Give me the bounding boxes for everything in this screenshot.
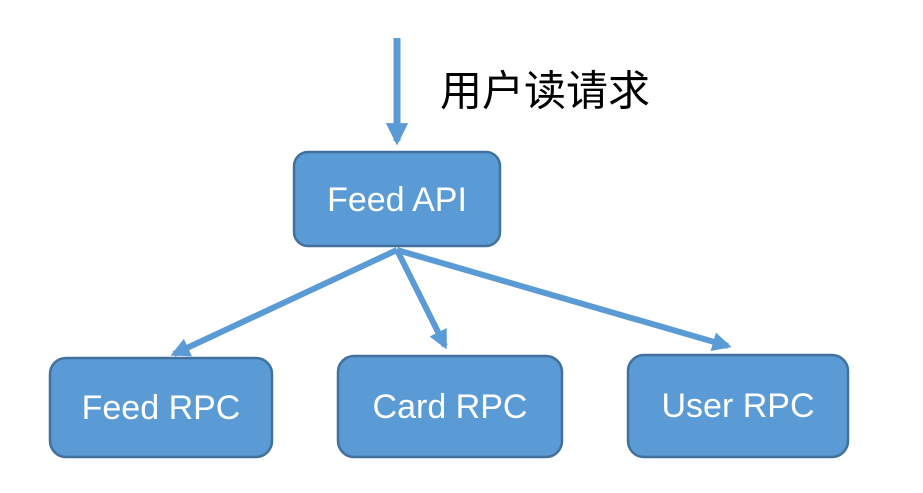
node-box bbox=[336, 354, 564, 459]
connector-feed-api-to-feed-rpc bbox=[170, 247, 399, 357]
node-box bbox=[48, 356, 274, 459]
connector-feed-api-to-card-rpc bbox=[394, 248, 448, 350]
card-rpc-node: Card RPC bbox=[336, 354, 564, 459]
feed-api-node: Feed API bbox=[292, 150, 502, 248]
incoming-request-label: 用户读请求 bbox=[440, 68, 650, 115]
node-label: Feed RPC bbox=[82, 389, 241, 427]
node-box bbox=[626, 353, 850, 459]
node-box bbox=[292, 150, 502, 248]
feed-rpc-node: Feed RPC bbox=[48, 356, 274, 459]
user-rpc-node: User RPC bbox=[626, 353, 850, 459]
node-label: Feed API bbox=[327, 181, 467, 219]
connector-feed-api-to-user-rpc bbox=[396, 247, 732, 351]
node-label: User RPC bbox=[661, 387, 814, 425]
node-label: Card RPC bbox=[373, 388, 528, 426]
